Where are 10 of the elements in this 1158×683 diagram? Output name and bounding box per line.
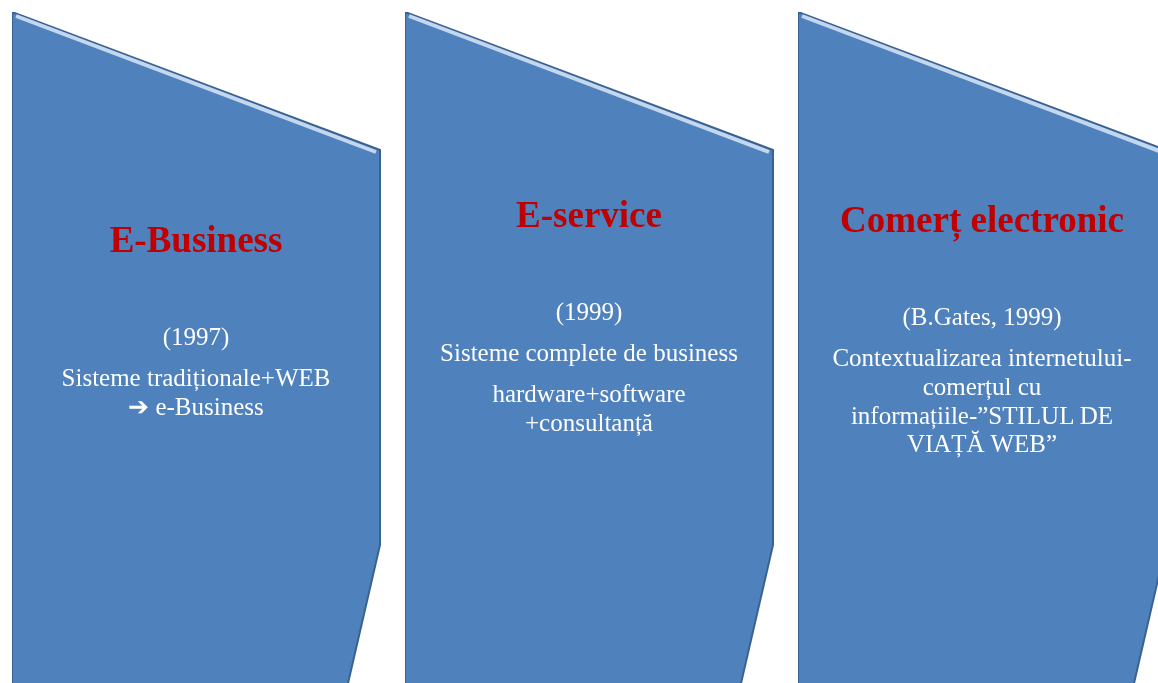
- panel-text: Sisteme tradiționale+WEB ➔ e-Business: [60, 364, 332, 422]
- panel-text: Contextualizarea internetului-comerțul cu informațiile-”STILUL DE VIAȚĂ WEB”: [832, 344, 1132, 459]
- panel-title: E-service: [516, 193, 662, 237]
- panel-text: (1997): [161, 323, 231, 352]
- panel-text: Sisteme complete de business: [439, 339, 739, 368]
- panel-title: E-Business: [109, 218, 283, 262]
- panel-text: hardware+software +consultanță: [491, 379, 687, 438]
- panel-text: (B.Gates, 1999): [901, 303, 1063, 332]
- panel-title: Comerț electronic: [840, 198, 1124, 244]
- panel-text: (1999): [554, 298, 624, 327]
